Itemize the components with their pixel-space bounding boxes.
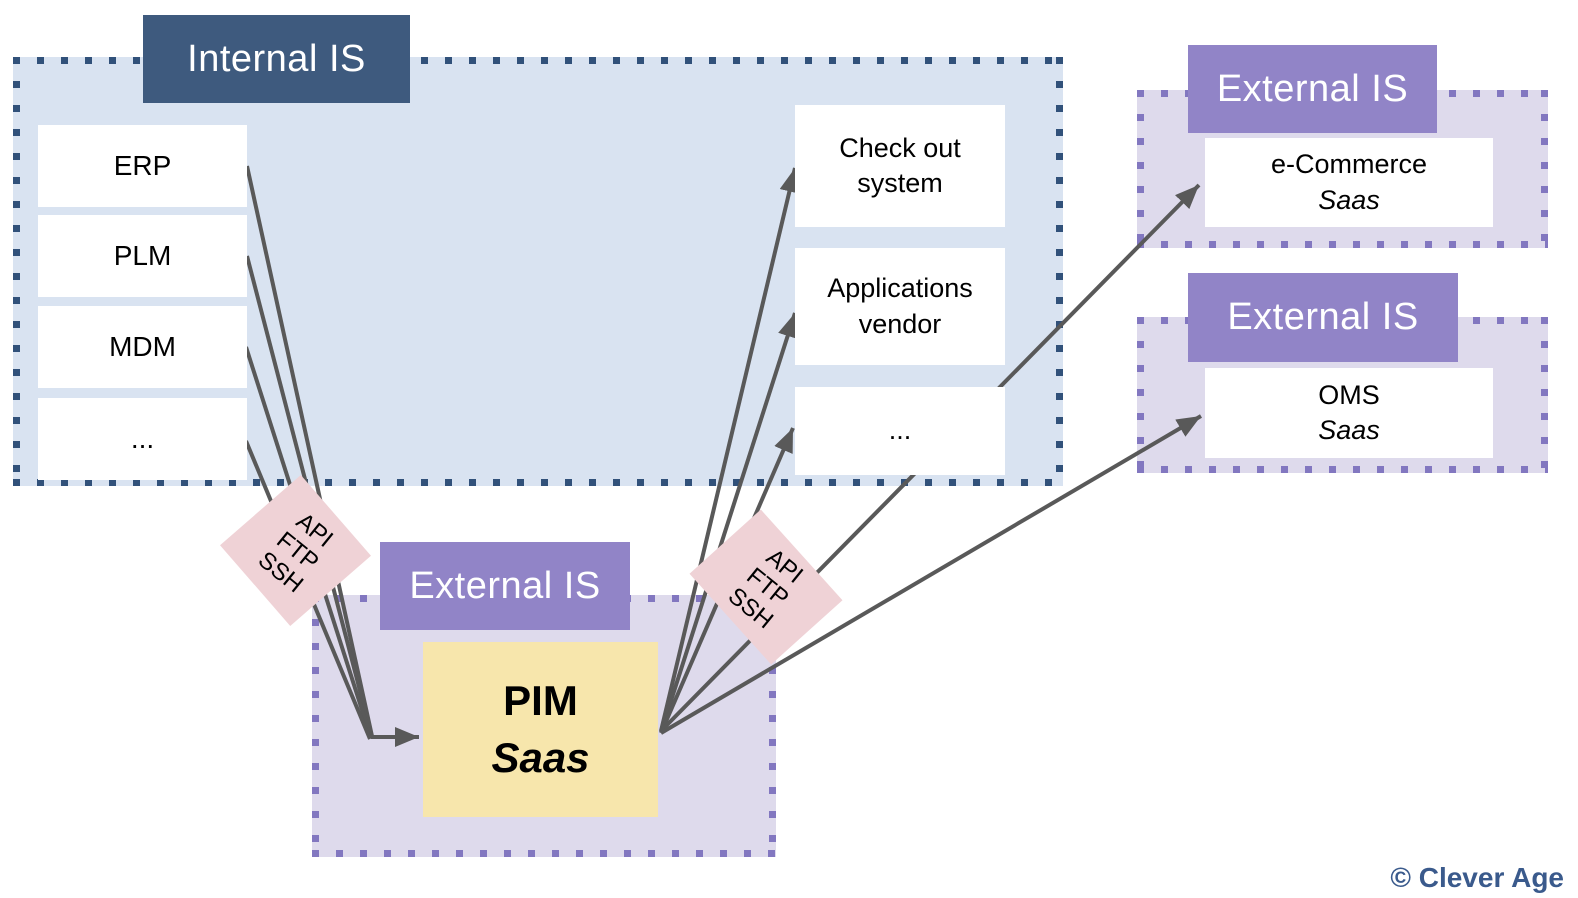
pim-external-header: External IS: [380, 542, 630, 630]
system-box-erp: ERP: [38, 125, 247, 207]
ecommerce-box-name: e-Commerce: [1270, 149, 1428, 180]
pim-box-name: PIM: [503, 676, 578, 724]
target-box-others-right: ...: [795, 387, 1005, 475]
system-box-mdm-label: MDM: [109, 330, 176, 362]
system-box-others-left-label: ...: [130, 422, 155, 454]
oms-external-title: External IS: [1227, 296, 1419, 338]
system-box-erp-label: ERP: [113, 149, 172, 181]
target-box-checkout-label: Check out system: [839, 132, 961, 198]
pim-box-type: Saas: [491, 733, 590, 781]
oms-box: OMS Saas: [1205, 368, 1493, 458]
pim-external-container: [312, 595, 776, 857]
arrow-pim-to-oms: [659, 414, 1203, 735]
ecommerce-box: e-Commerce Saas: [1205, 138, 1493, 227]
arrow-pim-to-applications: [659, 312, 798, 733]
internal-is-title: Internal IS: [187, 37, 366, 80]
target-box-applications-vendor: Applications vendor: [795, 248, 1005, 365]
ecommerce-external-header: External IS: [1188, 45, 1437, 133]
target-box-applications-vendor-label: Applications vendor: [827, 273, 973, 339]
oms-external-header: External IS: [1188, 273, 1458, 362]
line-erp-to-hub: [245, 165, 374, 737]
oms-box-type: Saas: [1318, 415, 1380, 445]
ecommerce-box-type: Saas: [1318, 184, 1380, 215]
target-box-checkout: Check out system: [795, 105, 1005, 227]
system-box-mdm: MDM: [38, 306, 247, 388]
copyright-clever-age: © Clever Age: [1390, 862, 1564, 893]
target-box-others-right-label: ...: [888, 415, 912, 446]
system-box-plm-label: PLM: [113, 239, 172, 271]
pim-box: PIM Saas: [423, 642, 658, 817]
system-box-others-left: ...: [38, 398, 247, 480]
internal-is-header: Internal IS: [143, 15, 410, 103]
ecommerce-external-title: External IS: [1216, 67, 1409, 110]
pim-external-title: External IS: [409, 564, 601, 607]
system-box-plm: PLM: [38, 215, 247, 297]
oms-box-name: OMS: [1318, 379, 1380, 410]
arrow-pim-to-checkout: [659, 167, 800, 732]
